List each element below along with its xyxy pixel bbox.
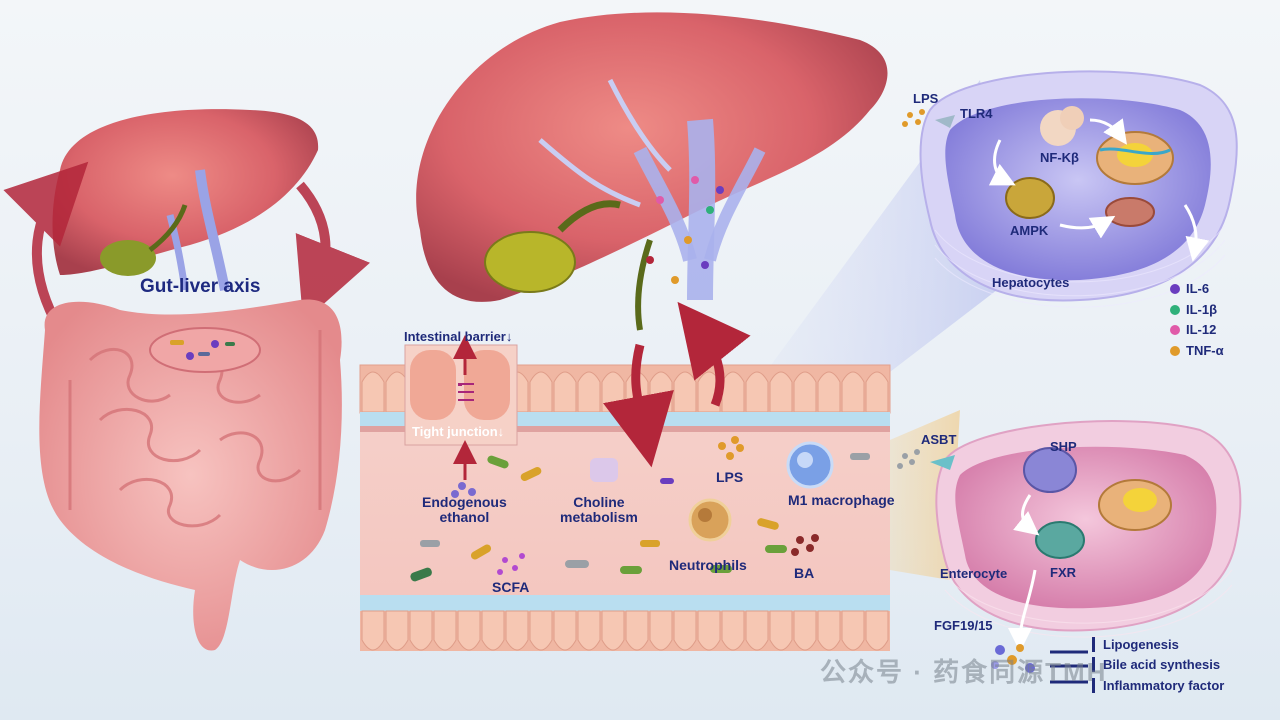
fgf-molecules	[991, 644, 1035, 673]
watermark: 公众号 · 药食同源TMH	[820, 657, 1108, 687]
large-liver	[416, 12, 888, 331]
intestine	[39, 299, 342, 651]
shp-label: SHP	[1050, 439, 1077, 454]
nfkb-label: NF-Kβ	[1040, 150, 1079, 165]
epithelial-cell-bottom	[625, 610, 649, 651]
epithelial-cell-top	[817, 371, 841, 413]
hepatocytes-label: Hepatocytes	[992, 275, 1070, 290]
epithelial-cell-bottom	[673, 610, 697, 651]
lumen-contents	[410, 436, 870, 582]
fgf-label: FGF19/15	[934, 618, 993, 633]
diagram-title: Gut-liver axis	[140, 276, 261, 297]
legend-il6-label: IL-6	[1186, 281, 1210, 296]
epithelial-cell-top	[841, 371, 865, 413]
tlr4-label: TLR4	[960, 106, 993, 121]
epithelial-cell-bottom	[793, 610, 817, 651]
epithelial-cell-top	[673, 371, 697, 413]
legend-il1b-label: IL-1β	[1186, 302, 1218, 317]
tnfa-icon	[1170, 345, 1180, 356]
epithelial-cell-top	[361, 371, 385, 413]
epithelial-cell-bottom	[769, 610, 793, 651]
epithelial-cell-bottom	[817, 610, 841, 651]
legend-il12: IL-12	[1170, 322, 1216, 337]
enterocyte-label: Enterocyte	[940, 566, 1008, 581]
epithelial-cell-bottom	[745, 610, 769, 651]
epithelial-cell-bottom	[553, 610, 577, 651]
epithelial-cell-top	[553, 371, 577, 413]
scfa-label: SCFA	[492, 579, 530, 595]
intestinal-barrier-label: Intestinal barrier↓	[404, 329, 513, 344]
asbt-label: ASBT	[921, 432, 957, 447]
epithelial-cell-top	[577, 371, 601, 413]
epithelial-cell-bottom	[361, 610, 385, 651]
inhibition-lines	[1050, 650, 1088, 684]
lps-lumen-label: LPS	[716, 469, 744, 485]
arrow-liver-to-gut	[603, 343, 674, 468]
m1-macrophage-label: M1 macrophage	[788, 492, 895, 508]
epithelial-cell-bottom	[865, 610, 889, 651]
epithelial-cell-bottom	[481, 610, 505, 651]
epithelial-cell-bottom	[529, 610, 553, 651]
epithelial-cell-top	[649, 371, 673, 413]
enterocyte-cell	[897, 420, 1242, 652]
epithelial-cell-top	[601, 371, 625, 413]
ampk-label: AMPK	[1010, 223, 1049, 238]
legend-tnfa-label: TNF-α	[1186, 343, 1224, 358]
endogenous-ethanol-label: Endogenous ethanol	[422, 494, 507, 526]
epithelial-cell-bottom	[649, 610, 673, 651]
choline-metabolism-label: Choline metabolism	[560, 494, 638, 526]
epithelial-cell-bottom	[433, 610, 457, 651]
effect-lipogenesis: Lipogenesis	[1092, 637, 1179, 652]
effect-bile-acid-synthesis: Bile acid synthesis	[1092, 657, 1220, 672]
epithelial-cell-top	[745, 371, 769, 413]
epithelial-cell-bottom	[505, 610, 529, 651]
effect-inflammatory-factor: Inflammatory factor	[1092, 678, 1224, 693]
legend-il12-label: IL-12	[1186, 322, 1217, 337]
epithelial-cell-bottom	[457, 610, 481, 651]
epithelial-cell-bottom	[721, 610, 745, 651]
legend-tnfa: TNF-α	[1170, 343, 1224, 358]
il6-icon	[1170, 283, 1180, 294]
arrow-gut-to-liver	[677, 301, 751, 407]
hepatocyte-cell	[902, 70, 1238, 308]
epithelial-cell-bottom	[409, 610, 433, 651]
epithelial-cell-top	[721, 371, 745, 413]
small-liver	[52, 109, 319, 291]
epithelial-cell-top	[865, 371, 889, 413]
epithelial-cell-top	[769, 371, 793, 413]
ba-label: BA	[794, 565, 815, 581]
epithelial-cell-top	[529, 371, 553, 413]
arrow-down-right	[295, 181, 370, 323]
epithelial-cell-bottom	[841, 610, 865, 651]
epithelial-cell-bottom	[601, 610, 625, 651]
lps-hepatocyte-label: LPS	[913, 91, 939, 106]
tight-junction-label: Tight junction↓	[412, 424, 505, 439]
epithelial-cell-top	[793, 371, 817, 413]
epithelial-cell-bottom	[697, 610, 721, 651]
epithelial-cell-bottom	[385, 610, 409, 651]
arrow-up-left	[3, 161, 89, 333]
il1b-icon	[1170, 304, 1180, 315]
legend-il1b: IL-1β	[1170, 302, 1217, 317]
neutrophils-label: Neutrophils	[669, 557, 747, 573]
legend-il6: IL-6	[1170, 281, 1209, 296]
neutrophil-cell	[688, 498, 732, 542]
epithelial-cell-bottom	[577, 610, 601, 651]
il12-icon	[1170, 324, 1180, 335]
fxr-label: FXR	[1050, 565, 1076, 580]
